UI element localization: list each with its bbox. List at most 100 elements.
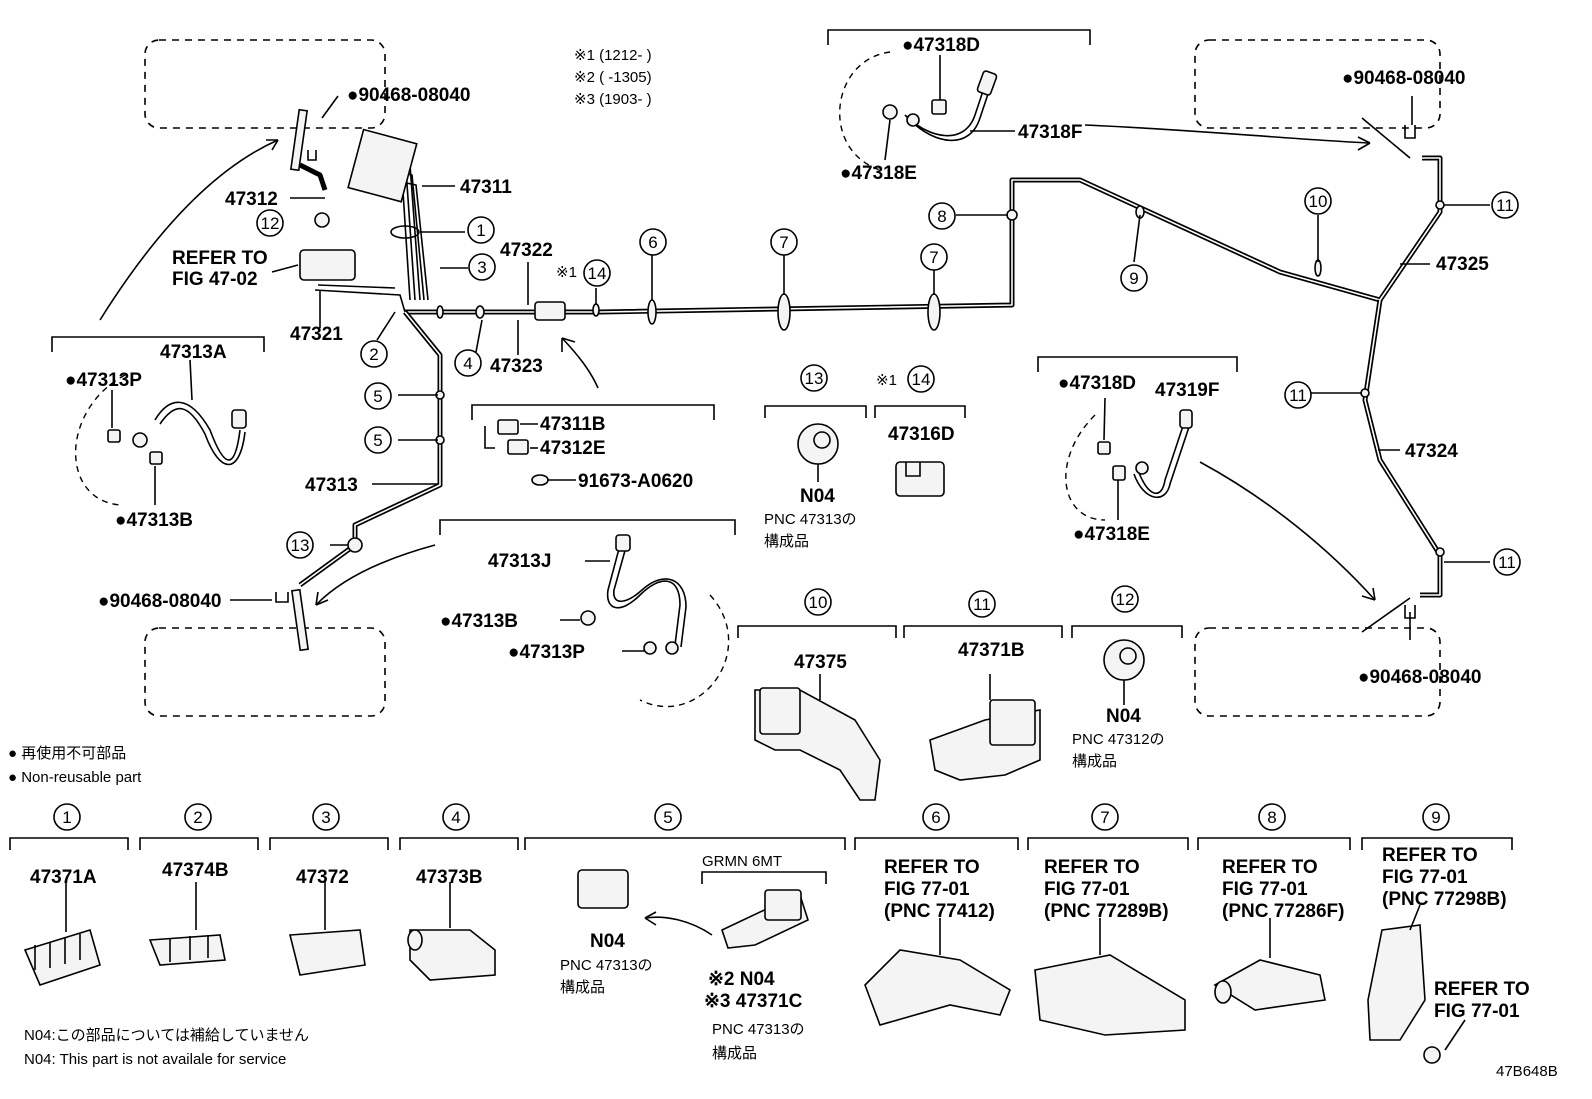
callout-10: 10 (1304, 187, 1332, 215)
callout-circle (256, 209, 284, 237)
hose-group-47313A (51, 336, 265, 506)
callout-number: 11 (973, 595, 991, 614)
label-90468-bl: ●90468-08040 (98, 591, 221, 612)
region-box-top-right (1194, 39, 1441, 129)
serial-note-2: ※2 ( -1305) (574, 69, 652, 86)
callout-circle (907, 365, 935, 393)
label-b9-fig-2: FIG 77-01 (1434, 1001, 1520, 1022)
label-n04-12: N04 (1106, 706, 1141, 727)
callout-6: 6 (922, 803, 950, 831)
callout-10: 10 (804, 588, 832, 616)
label-b9-refer: REFER TO (1382, 845, 1478, 866)
label-b7-fig: FIG 77-01 (1044, 879, 1130, 900)
callout-2: 2 (184, 803, 212, 831)
callout-7: 7 (770, 228, 798, 256)
serial-note-3: ※3 (1903- ) (574, 91, 652, 108)
label-n04-13: N04 (800, 486, 835, 507)
callout-11: 11 (1491, 191, 1519, 219)
callout-circle (467, 216, 495, 244)
callout-number: 9 (1129, 269, 1138, 288)
label-b9-refer-2: REFER TO (1434, 979, 1530, 1000)
callout-8: 8 (928, 202, 956, 230)
callout-circle (804, 588, 832, 616)
callout-number: 2 (369, 345, 378, 364)
pipe-bundle-47311 (299, 128, 429, 313)
callout-13: 13 (800, 364, 828, 392)
callout-number: 1 (476, 221, 485, 240)
region-box-bottom-left (144, 627, 386, 717)
callout-circle (639, 228, 667, 256)
callout-number: 4 (451, 808, 460, 827)
label-b9-fig: FIG 77-01 (1382, 867, 1468, 888)
label-47313A: 47313A (160, 342, 227, 363)
callout-4: 4 (442, 803, 470, 831)
callout-number: 8 (937, 207, 946, 226)
serial-notes: ※1 (1212- ) ※2 ( -1305) ※3 (1903- ) (574, 47, 652, 108)
callout-number: 3 (477, 258, 486, 277)
callout-6: 6 (639, 228, 667, 256)
callout-9: 9 (1422, 803, 1450, 831)
callout-circle (442, 803, 470, 831)
callout-circle (1491, 191, 1519, 219)
legend-en: ● Non-reusable part (8, 769, 142, 786)
part-labels: ●90468-08040 47312 47311 REFER TO FIG 47… (65, 35, 1489, 770)
callout-11: 11 (1493, 548, 1521, 576)
brackets-47311B-47312E (471, 404, 715, 486)
callout-number: 5 (373, 431, 382, 450)
callout-number: 7 (779, 233, 788, 252)
label-grmn-6mt: GRMN 6MT (702, 853, 782, 870)
callout-3: 3 (312, 803, 340, 831)
callout-number: 5 (373, 387, 382, 406)
label-star1: ※1 (876, 372, 897, 389)
callout-14: 14 (583, 259, 611, 287)
label-90468-tl: ●90468-08040 (347, 85, 470, 106)
hose-group-47318F (827, 29, 1091, 171)
callout-number: 7 (929, 248, 938, 267)
label-47318F: 47318F (1018, 122, 1082, 143)
label-47322: 47322 (500, 240, 553, 261)
callout-circle (286, 531, 314, 559)
label-47324: 47324 (1405, 441, 1458, 462)
label-47375: 47375 (794, 652, 847, 673)
label-b6-refer: REFER TO (884, 857, 980, 878)
clip-90468-parts (275, 108, 1416, 652)
callout-circle (920, 243, 948, 271)
label-47319F: 47319F (1155, 380, 1219, 401)
label-47313B-center: ●47313B (440, 611, 518, 632)
callout-circle (312, 803, 340, 831)
callout-circle (1422, 803, 1450, 831)
bottom-row-labels: 47371A 47374B 47372 47373B N04 PNC 47313… (30, 845, 1530, 1062)
callout-number: 6 (931, 808, 940, 827)
callout-number: 9 (1431, 808, 1440, 827)
label-refer-to: REFER TO (172, 248, 268, 269)
label-47321: 47321 (290, 324, 343, 345)
label-pnc-47312-b: 構成品 (1072, 753, 1117, 770)
label-b9-pnc: (PNC 77298B) (1382, 889, 1507, 910)
callout-7: 7 (920, 243, 948, 271)
label-47311: 47311 (460, 177, 512, 198)
label-47313B-left: ●47313B (115, 510, 193, 531)
label-pnc-47313-a: PNC 47313の (764, 511, 857, 528)
label-b7-pnc: (PNC 77289B) (1044, 901, 1169, 922)
callout-1: 1 (53, 803, 81, 831)
label-pnc-47313-b: 構成品 (764, 533, 809, 550)
callout-circle (360, 340, 388, 368)
callout-number: 10 (1309, 192, 1328, 211)
label-47318D-top: ●47318D (902, 35, 980, 56)
label-90468-br: ●90468-08040 (1358, 667, 1481, 688)
region-box-bottom-right (1194, 627, 1441, 717)
label-n04-5a: N04 (590, 931, 625, 952)
label-b8-pnc: (PNC 77286F) (1222, 901, 1345, 922)
label-pnc-5a: PNC 47313の (560, 957, 653, 974)
callout-number: 14 (588, 264, 607, 283)
hose-group-47313J (439, 519, 736, 708)
callout-9: 9 (1120, 264, 1148, 292)
connection-arrows (99, 124, 1376, 606)
callout-number: 7 (1100, 808, 1109, 827)
label-47313: 47313 (305, 475, 358, 496)
label-47316D: 47316D (888, 424, 955, 445)
label-47323: 47323 (490, 356, 543, 377)
label-47313P-left: ●47313P (65, 370, 142, 391)
callout-circle (1284, 381, 1312, 409)
label-n04-5b: ※2 N04 (708, 969, 775, 990)
